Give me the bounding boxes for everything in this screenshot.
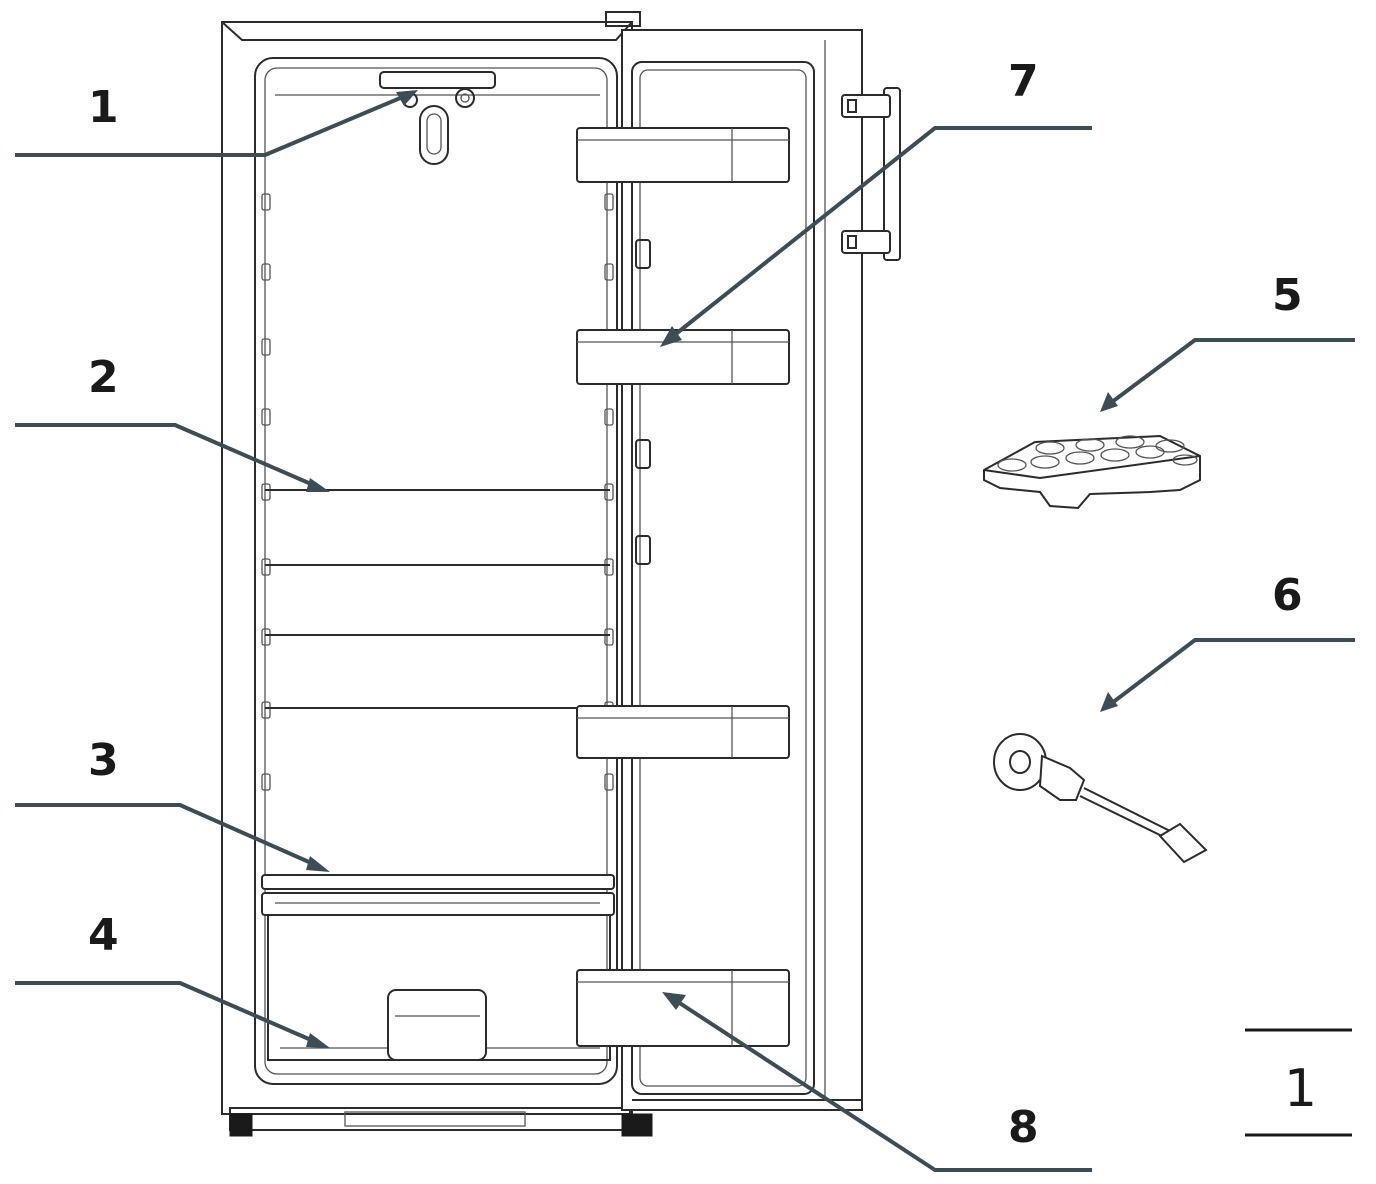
shelf-clip	[261, 483, 271, 501]
shelf-clip	[261, 773, 271, 791]
callout-labels: 1 2 3 4 5 6 7 8	[88, 56, 1303, 1153]
callout-6: 6	[1272, 570, 1303, 621]
shelf-clip	[604, 193, 614, 211]
callout-8: 8	[1008, 1102, 1039, 1153]
shelf-clip	[604, 773, 614, 791]
page-number-block: 1	[1245, 1028, 1352, 1137]
shelf-rail-clips	[261, 193, 614, 791]
shelf-clip	[261, 628, 271, 646]
crisper-cover	[261, 874, 615, 916]
leader-lines	[15, 90, 1355, 1172]
callout-5: 5	[1272, 270, 1303, 321]
door-handle	[841, 87, 901, 261]
shelf-clip	[604, 408, 614, 426]
page-number: 1	[1284, 1059, 1317, 1119]
door-balconies	[576, 127, 790, 1047]
shelf-clip	[261, 701, 271, 719]
egg-tray-illustration	[983, 434, 1201, 510]
callout-3: 3	[88, 735, 119, 786]
callout-7: 7	[1008, 56, 1039, 107]
shelf-clip	[261, 558, 271, 576]
shelf-clip	[261, 338, 271, 356]
shelf-clip	[261, 408, 271, 426]
shelf-clip	[604, 263, 614, 281]
shelf-clip	[604, 558, 614, 576]
refrigerator-door	[621, 29, 863, 1111]
callout-1: 1	[88, 82, 119, 133]
shelf-clip	[604, 483, 614, 501]
shelf-clip	[604, 628, 614, 646]
adjustment-key-illustration	[993, 733, 1208, 864]
callout-2: 2	[88, 352, 119, 403]
shelf-clip	[261, 263, 271, 281]
shelf-clip	[261, 193, 271, 211]
callout-4: 4	[88, 910, 119, 961]
lamp-thermostat-housing	[379, 71, 496, 165]
